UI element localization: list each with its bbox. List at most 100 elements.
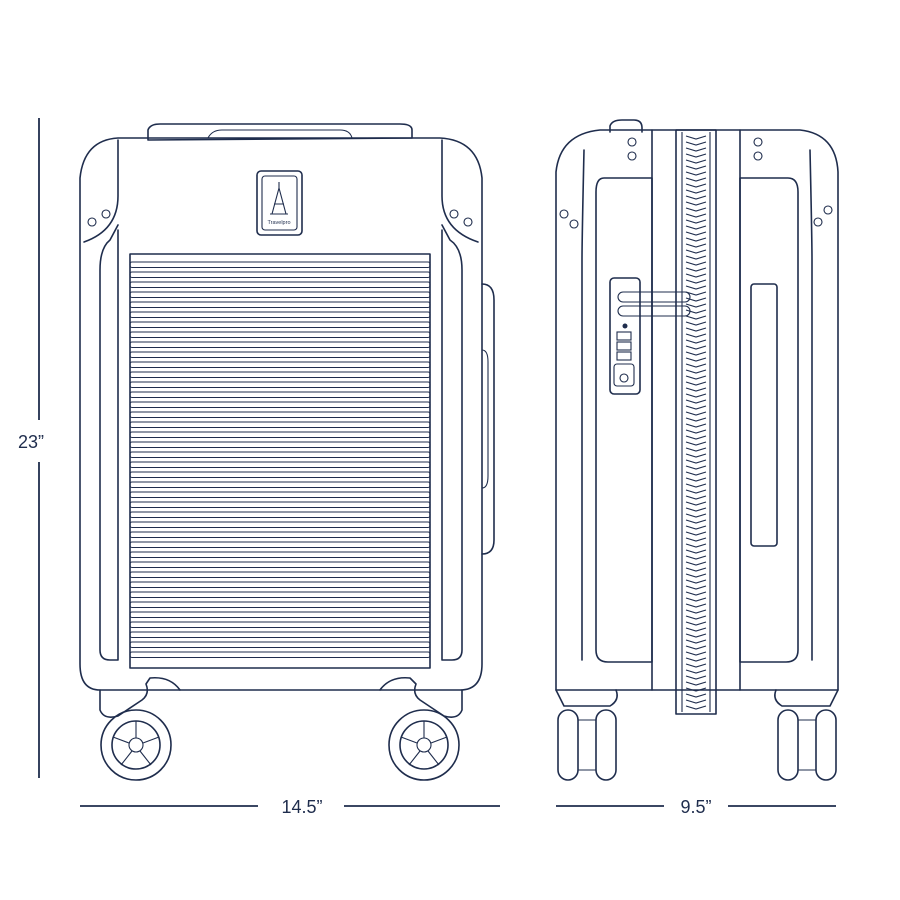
side-right-corner-guard (809, 149, 813, 661)
side-right-caster (798, 719, 816, 771)
front-left-rivet-2 (101, 209, 111, 219)
logo-text: Travelpro (267, 220, 290, 226)
side-zipper-band (675, 129, 717, 715)
front-panel-rib (129, 281, 431, 289)
front-shell-outline (79, 137, 483, 691)
front-panel-rib (129, 471, 431, 479)
suitcase-side-view (555, 119, 839, 781)
front-panel-rib (129, 411, 431, 419)
side-left-rivet-1 (559, 209, 569, 219)
front-left-wheel-housing (99, 676, 181, 718)
front-right-rivet-1 (449, 209, 459, 219)
side-left-inner-panel (595, 177, 653, 663)
height-dimension: 23” (18, 118, 44, 778)
front-left-rivet-1 (87, 217, 97, 227)
side-carry-handle (750, 283, 778, 547)
side-right-wheel-1 (777, 709, 799, 781)
side-shell-outline (555, 129, 839, 691)
side-left-wheel-1 (557, 709, 579, 781)
tsa-lock-dial-3 (616, 351, 632, 361)
front-panel-rib (129, 531, 431, 539)
front-panel-rib (129, 631, 431, 639)
front-top-handle (147, 123, 413, 141)
front-panel-rib (129, 341, 431, 349)
side-right-rivet-1 (813, 217, 823, 227)
side-top-handle-nub (609, 119, 643, 133)
tsa-lock-dial-1 (616, 331, 632, 341)
front-panel-rib (129, 461, 431, 469)
front-panel-rib (129, 511, 431, 519)
front-left-wheel-hub (128, 737, 144, 753)
tsa-lock-keyhole-icon (619, 373, 629, 383)
front-panel-rib (129, 271, 431, 279)
zipper-teeth (685, 135, 707, 710)
side-top-rivet-2 (627, 151, 637, 161)
front-panel-rib (129, 591, 431, 599)
front-panel-rib (129, 351, 431, 359)
side-top-rivet-4 (753, 151, 763, 161)
front-side-handle (481, 283, 495, 555)
tsa-lock-latch-lower (617, 305, 691, 317)
front-side-handle-inner (481, 349, 489, 489)
front-panel-rib (129, 421, 431, 429)
front-panel-rib (129, 571, 431, 579)
front-panel-rib (129, 401, 431, 409)
depth-label: 9.5” (680, 797, 711, 817)
side-top-rivet-1 (627, 137, 637, 147)
front-panel-rib (129, 601, 431, 609)
front-left-wheel-tire (100, 709, 172, 781)
logo-badge-outer (256, 170, 303, 236)
suitcase-front-view: Travelpro (79, 123, 495, 781)
side-right-wheel-2 (815, 709, 837, 781)
front-panel-rib (129, 541, 431, 549)
side-top-rivet-3 (753, 137, 763, 147)
front-panel-rib (129, 301, 431, 309)
side-left-caster (578, 719, 596, 771)
front-panel-rib (129, 441, 431, 449)
front-panel-rib (129, 311, 431, 319)
front-left-side-rail (99, 224, 119, 661)
tsa-lock-latch (617, 291, 691, 303)
front-panel-rib (129, 581, 431, 589)
front-right-wheel-spokes (400, 721, 448, 766)
front-right-side-rail (441, 224, 463, 661)
front-right-wheel-hub (416, 737, 432, 753)
front-right-wheel-housing (379, 676, 463, 718)
front-panel-rib (129, 291, 431, 299)
side-left-wheel-housing (555, 689, 618, 707)
front-panel-rib (129, 651, 431, 659)
front-panel-rib (129, 501, 431, 509)
eiffel-logo-icon (270, 182, 288, 215)
front-panel-rib (129, 381, 431, 389)
tsa-lock-keyhole-plate (613, 363, 635, 387)
side-right-wheel-housing (774, 689, 839, 707)
front-panel-rib (129, 551, 431, 559)
front-panel-rib (129, 371, 431, 379)
front-panel-rib (129, 611, 431, 619)
front-panel-rib (129, 261, 431, 269)
front-panel-rib (129, 331, 431, 339)
front-panel-rib (129, 321, 431, 329)
front-panel-rib (129, 561, 431, 569)
front-left-wheel (100, 709, 172, 781)
depth-dimension: 9.5” (556, 797, 836, 817)
front-panel-rib (129, 641, 431, 649)
front-logo-badge: Travelpro (256, 170, 303, 236)
tsa-lock-indicator (622, 323, 628, 329)
front-panel-rib (129, 431, 431, 439)
logo-badge-inner (261, 175, 298, 231)
front-panel-rib (129, 521, 431, 529)
front-left-corner-guard (83, 139, 119, 243)
front-right-wheel-tire (388, 709, 460, 781)
side-right-inner-panel (739, 177, 799, 663)
side-left-rivet-2 (569, 219, 579, 229)
front-left-wheel-spokes (112, 721, 160, 766)
front-top-handle-inner (207, 129, 353, 139)
front-panel-rib (129, 491, 431, 499)
width-dimension: 14.5” (80, 797, 500, 817)
front-panel-rib (129, 361, 431, 369)
tsa-lock-body (609, 277, 641, 395)
side-right-rivet-2 (823, 205, 833, 215)
tsa-lock-dial-2 (616, 341, 632, 351)
